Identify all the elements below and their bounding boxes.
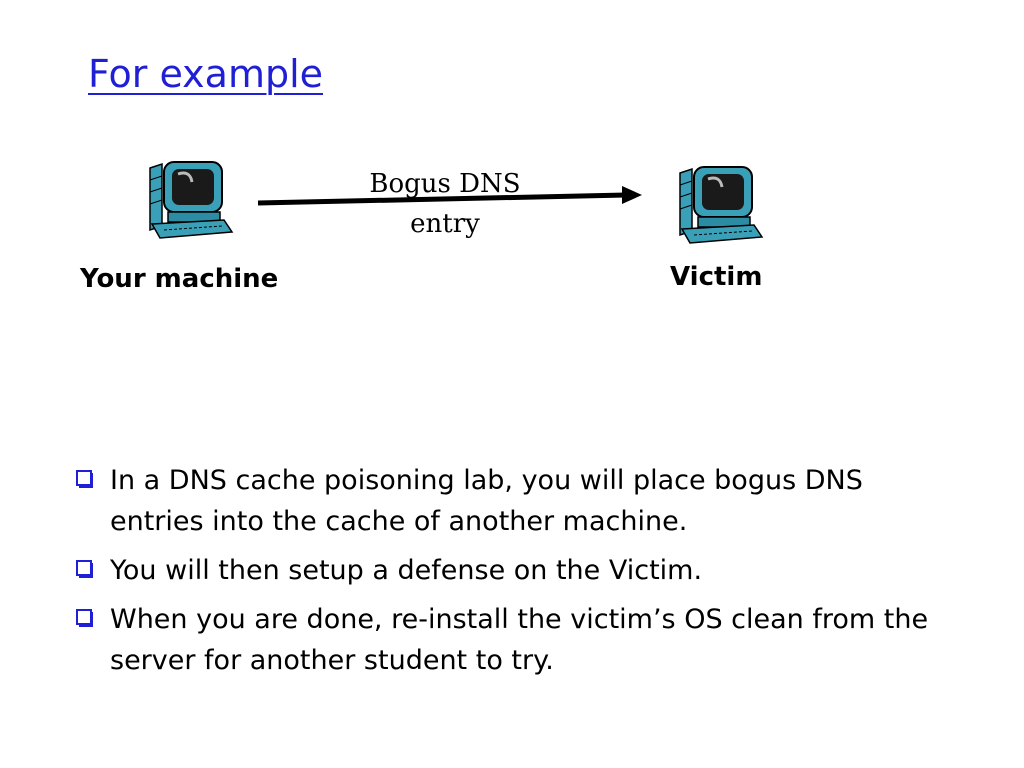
checkbox-bullet-icon <box>76 609 94 627</box>
arrow-label: Bogus DNS entry <box>350 164 540 244</box>
bullet-list: In a DNS cache poisoning lab, you will p… <box>74 460 954 689</box>
checkbox-bullet-icon <box>76 560 94 578</box>
list-item: In a DNS cache poisoning lab, you will p… <box>74 460 954 542</box>
bullet-text: You will then setup a defense on the Vic… <box>110 555 703 586</box>
list-item: When you are done, re-install the victim… <box>74 599 954 681</box>
checkbox-bullet-icon <box>76 470 94 488</box>
bullet-text: In a DNS cache poisoning lab, you will p… <box>110 465 863 537</box>
victim-label: Victim <box>670 262 763 292</box>
list-item: You will then setup a defense on the Vic… <box>74 550 954 591</box>
computer-icon <box>662 165 766 245</box>
computer-icon <box>132 160 236 240</box>
arrow-label-line-2: entry <box>410 209 480 239</box>
arrow-label-line-1: Bogus DNS <box>369 169 521 199</box>
arrow <box>257 186 642 206</box>
page-title: For example <box>88 52 324 96</box>
bullet-text: When you are done, re-install the victim… <box>110 604 929 676</box>
your-machine-label: Your machine <box>80 264 279 294</box>
